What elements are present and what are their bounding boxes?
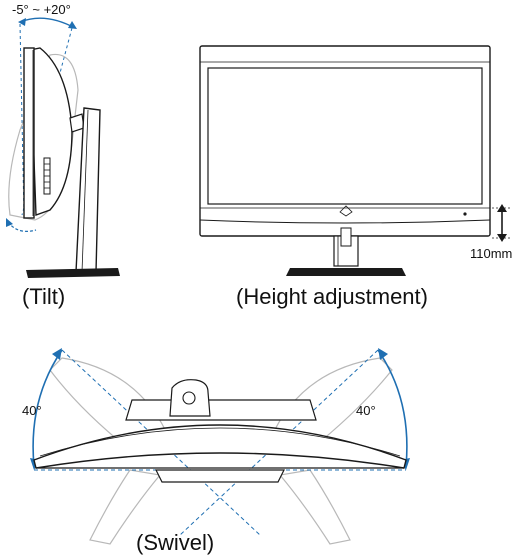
tilt-monitor-panel [23,47,35,219]
swivel-ghost-right-lower [278,469,351,545]
swivel-stand-top [125,399,317,421]
tilt-arc-arrowhead-left [18,18,26,26]
height-monitor-screen [207,67,483,205]
height-measure-label: 110mm [470,246,513,261]
tilt-stand-base [26,268,120,278]
swivel-ghost-left-lower [89,469,162,545]
logo-icon [339,205,353,217]
tilt-caption: (Tilt) [22,284,66,309]
tilt-stand-column [75,107,101,273]
height-stand-base [286,268,406,276]
swivel-monitor-body [33,424,407,469]
tilt-range-label: -5° ~ +20° [12,2,71,17]
swivel-arc-left [32,349,63,467]
tilt-illustration [6,17,120,278]
swivel-arc-right [377,349,408,467]
swivel-stand-foot [155,469,285,483]
height-illustration [199,45,512,276]
tilt-monitor-back [29,47,73,216]
tilt-angle-arc [19,17,76,29]
swivel-caption: (Swivel) [136,530,215,555]
tilt-ref-line-vertical [19,23,25,216]
swivel-illustration [30,348,410,545]
height-caption: (Height adjustment) [236,284,428,309]
tilt-arc-arrowhead-right [68,21,77,29]
swivel-left-angle: 40° [22,403,42,418]
swivel-right-angle: 40° [356,403,376,418]
tilt-hinge [69,113,85,133]
